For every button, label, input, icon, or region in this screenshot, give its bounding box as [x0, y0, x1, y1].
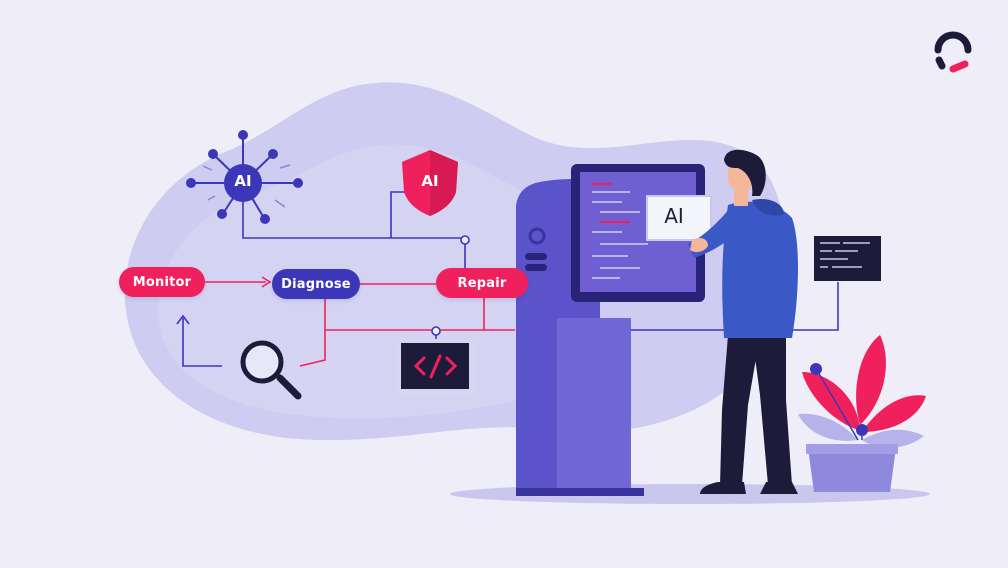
magnifier-icon [240, 340, 302, 400]
diagnose-step: Diagnose [272, 269, 360, 299]
brand-logo-icon [934, 31, 972, 73]
person [688, 149, 798, 494]
kiosk [516, 164, 712, 496]
plant-icon [798, 335, 926, 492]
kiosk-ai-card-label: AI [664, 204, 684, 228]
repair-step: Repair [436, 268, 528, 298]
shield-label: AI [421, 172, 439, 190]
ai-node-label: AI [234, 172, 252, 190]
terminal-icon [814, 236, 881, 281]
ai-network-icon [186, 130, 303, 224]
shield-icon [402, 150, 458, 216]
code-icon [398, 339, 474, 395]
monitor-step: Monitor [119, 267, 205, 297]
